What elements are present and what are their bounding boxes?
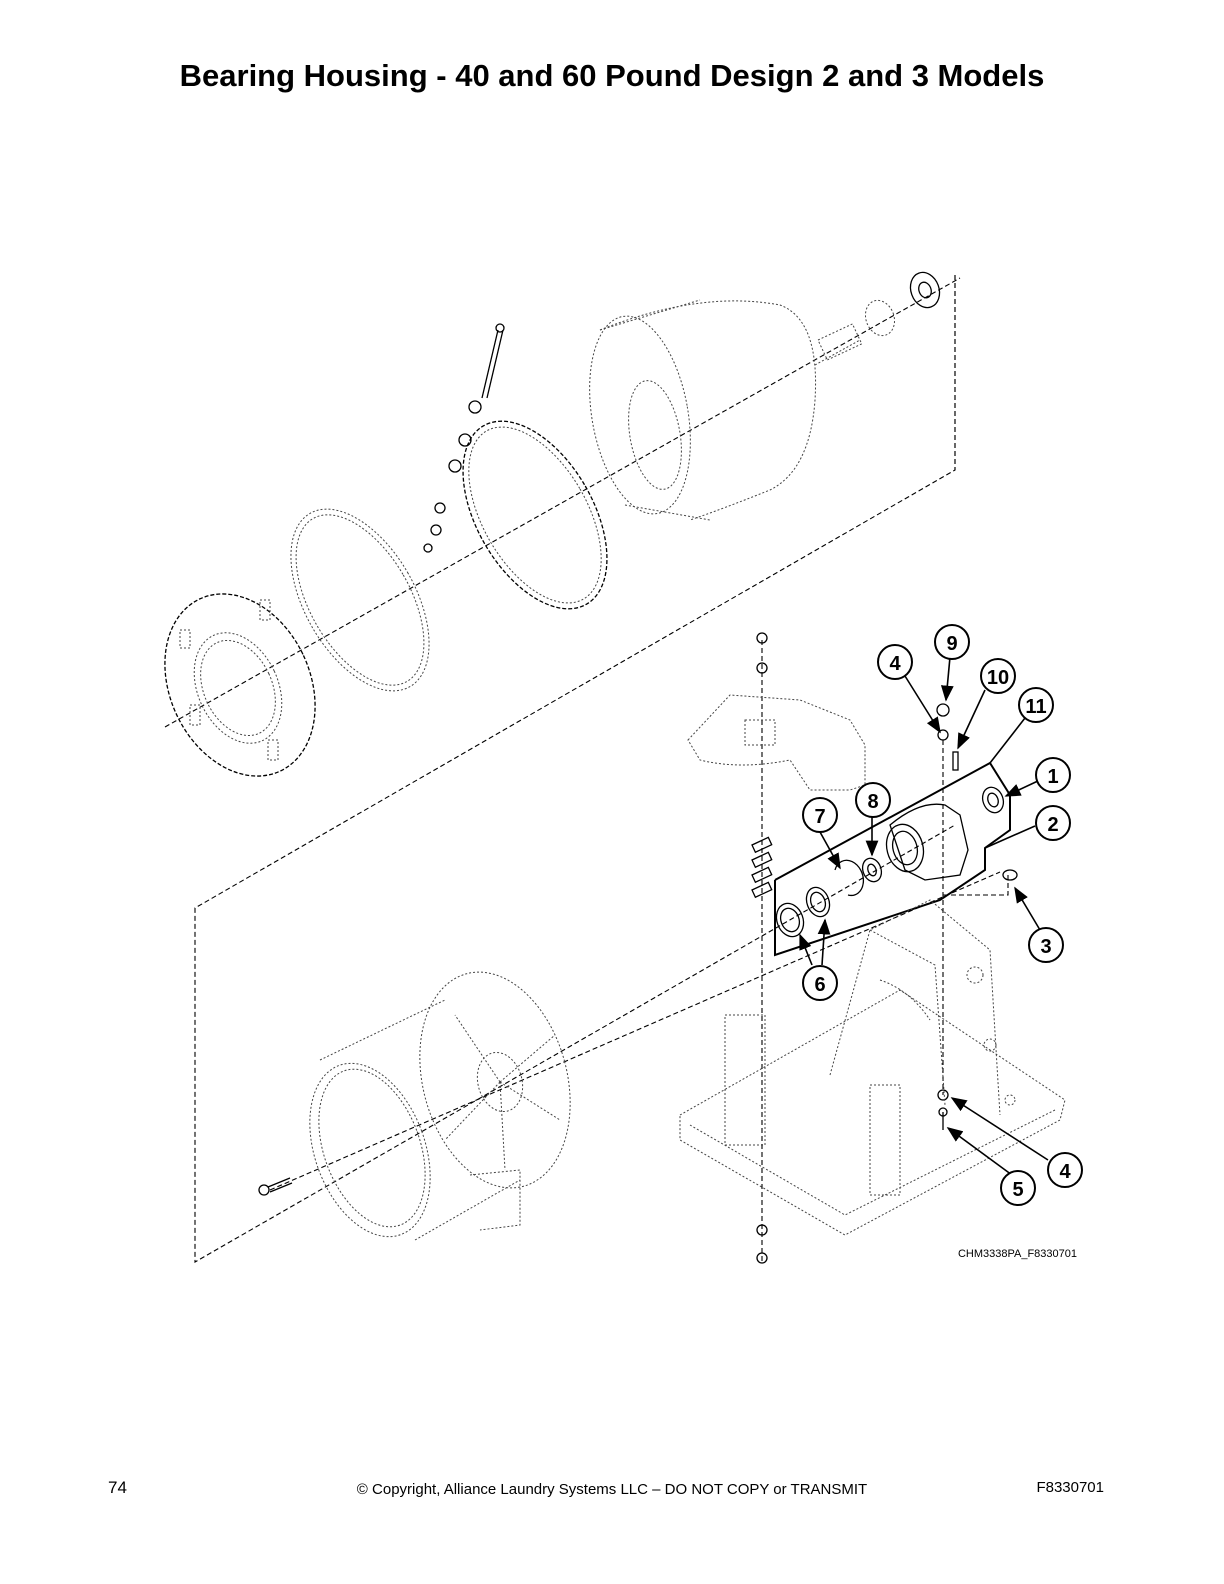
frame-stand (679, 899, 1066, 1236)
outer-tub (309, 971, 571, 1241)
svg-text:6: 6 (814, 974, 825, 996)
svg-text:3: 3 (1040, 936, 1051, 958)
callout-1: 1 (1035, 757, 1071, 793)
svg-text:7: 7 (814, 806, 825, 828)
gasket-ring (290, 508, 430, 692)
figure-code: CHM3338PA_F8330701 (958, 1248, 1077, 1260)
callout-11: 11 (1018, 687, 1054, 723)
svg-text:11: 11 (1025, 696, 1046, 718)
svg-text:1: 1 (1047, 766, 1058, 788)
svg-text:4: 4 (889, 653, 901, 675)
callout-8: 8 (855, 782, 891, 818)
callout-9: 9 (934, 624, 970, 660)
callout-4-top: 4 (877, 644, 913, 680)
svg-text:2: 2 (1047, 814, 1058, 836)
svg-text:9: 9 (946, 633, 957, 655)
callout-10: 10 (980, 658, 1016, 694)
long-bolt (423, 323, 505, 553)
document-code: F8330701 (1036, 1479, 1104, 1496)
bearing-housing (775, 786, 1018, 938)
bearing-housing-outline (774, 761, 1011, 957)
assembly-outline (194, 275, 956, 1263)
callout-6: 6 (802, 965, 838, 1001)
svg-text:8: 8 (867, 791, 878, 813)
leader-lines (799, 656, 1049, 1176)
svg-text:4: 4 (1059, 1161, 1071, 1183)
callout-3: 3 (1028, 927, 1064, 963)
svg-text:5: 5 (1012, 1179, 1023, 1201)
svg-text:10: 10 (987, 667, 1009, 689)
tub-bolt (258, 1177, 293, 1196)
front-plate (164, 593, 316, 777)
callout-5: 5 (1000, 1170, 1036, 1206)
upper-bracket (687, 694, 866, 791)
center-axis-line (164, 277, 961, 728)
copyright-notice: © Copyright, Alliance Laundry Systems LL… (356, 1481, 868, 1498)
callout-2: 2 (1035, 805, 1071, 841)
drum-assembly (589, 271, 941, 521)
callout-4-bottom: 4 (1047, 1152, 1083, 1188)
callout-7: 7 (802, 797, 838, 833)
page-title: Bearing Housing - 40 and 60 Pound Design… (179, 58, 1045, 93)
clamp-ring (462, 420, 608, 610)
page-number: 74 (108, 1478, 127, 1497)
